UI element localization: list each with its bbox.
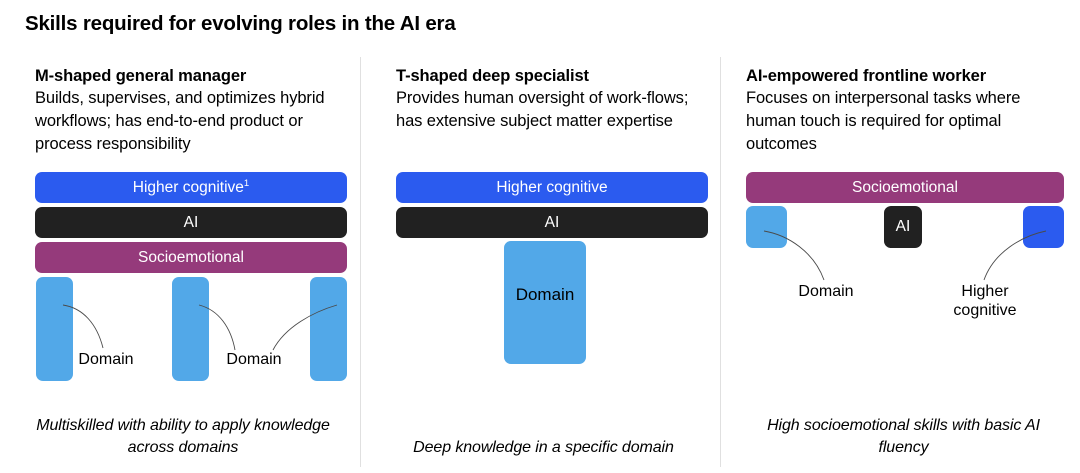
bar-label: Socioemotional xyxy=(852,178,958,196)
bar-ai: AI xyxy=(396,207,708,238)
diagram-frontline: Socioemotional AI Domain Higher cognitiv… xyxy=(746,172,1064,397)
bar-ai: AI xyxy=(35,207,347,238)
column-description: Provides human oversight of work-flows; … xyxy=(396,89,689,130)
column-heading: T-shaped deep specialist xyxy=(396,67,589,85)
leg-domain-left xyxy=(36,277,73,381)
leg-domain-middle xyxy=(172,277,209,381)
column-m-shaped-general-manager: M-shaped general manager Builds, supervi… xyxy=(0,57,360,467)
bar-label: Higher cognitive xyxy=(496,178,608,196)
stem-label: Domain xyxy=(515,285,575,304)
callout-higher-cognitive: Higher cognitive xyxy=(953,283,1017,319)
column-description: Focuses on interpersonal tasks where hum… xyxy=(746,89,1021,153)
block-higher-cognitive xyxy=(1023,206,1064,248)
bar-higher-cognitive: Higher cognitive1 xyxy=(35,172,347,203)
bar-socioemotional: Socioemotional xyxy=(746,172,1064,203)
bar-socioemotional: Socioemotional xyxy=(35,242,347,273)
callout-domain-1: Domain xyxy=(78,351,134,368)
column-footer: Multiskilled with ability to apply knowl… xyxy=(36,417,330,456)
columns-container: M-shaped general manager Builds, supervi… xyxy=(0,57,1080,467)
column-footer: High socioemotional skills with basic AI… xyxy=(767,417,1040,456)
column-heading: M-shaped general manager xyxy=(35,67,247,85)
block-ai: AI xyxy=(884,206,922,248)
diagram-t-shaped: Higher cognitive AI Domain xyxy=(396,172,708,397)
footnote-marker: 1 xyxy=(243,177,250,189)
block-domain xyxy=(746,206,787,248)
bar-higher-cognitive: Higher cognitive xyxy=(396,172,708,203)
column-ai-empowered-frontline-worker: AI-empowered frontline worker Focuses on… xyxy=(720,57,1080,467)
bar-label: Higher cognitive1 xyxy=(132,177,250,196)
column-footer: Deep knowledge in a specific domain xyxy=(413,439,674,456)
bar-label: AI xyxy=(183,213,199,231)
leg-domain-right xyxy=(310,277,347,381)
diagram-m-shaped: Higher cognitive1 AI Socioemotional xyxy=(35,172,347,397)
column-heading: AI-empowered frontline worker xyxy=(746,67,987,85)
stem-domain: Domain xyxy=(504,241,586,364)
column-description: Builds, supervises, and optimizes hybrid… xyxy=(35,89,325,153)
page-title: Skills required for evolving roles in th… xyxy=(25,12,456,35)
callout-domain: Domain xyxy=(798,283,854,300)
bar-label: AI xyxy=(544,213,560,231)
callout-domain-2: Domain xyxy=(226,351,282,368)
block-label: AI xyxy=(895,218,911,235)
bar-label: Socioemotional xyxy=(138,248,244,266)
column-t-shaped-deep-specialist: T-shaped deep specialist Provides human … xyxy=(360,57,720,467)
